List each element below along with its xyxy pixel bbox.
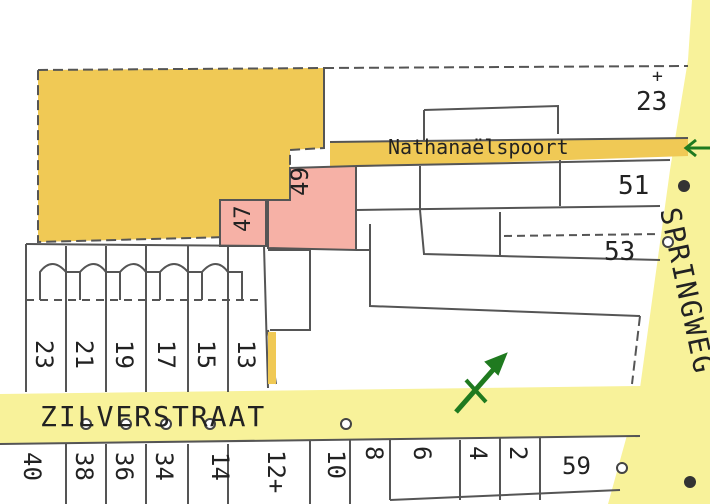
street-zilverstraat: ZILVERSTRAAT: [40, 400, 266, 433]
springweg-road: [608, 0, 710, 504]
north-block-outlines: [323, 65, 689, 385]
label-row-south: 14: [206, 452, 234, 481]
label-row-south: 10: [322, 450, 350, 479]
label-49: 49: [286, 167, 314, 196]
pink-parcel-47: [219, 199, 267, 247]
arrow-east-icon: [683, 138, 710, 158]
boundary-markers: [80, 236, 674, 474]
terraced-houses-north: [25, 243, 311, 392]
orange-strip-marker: [268, 332, 276, 384]
label-row-north: 23: [30, 340, 58, 369]
label-row-north: 17: [152, 340, 180, 369]
label-row-south: 6: [408, 446, 436, 460]
label-47: 47: [231, 206, 256, 233]
label-row-south: 38: [70, 452, 98, 481]
label-row-south: 34: [150, 452, 178, 481]
label-row-north: 13: [232, 340, 260, 369]
street-nathanaelspoort: Nathanaëlspoort: [388, 135, 569, 159]
label-row-south: 4: [464, 446, 492, 460]
label-53: 53: [604, 237, 635, 267]
label-23-top: 23: [636, 87, 667, 117]
row-south-labels: 40 38 36 34 14 12+ 10 8 6 4 2 59: [18, 446, 591, 493]
label-row-south: 40: [18, 452, 46, 481]
cross-marker-top: +: [652, 66, 663, 87]
label-row-south: 12+: [262, 450, 290, 493]
label-row-north: 15: [192, 340, 220, 369]
label-51: 51: [618, 171, 649, 201]
label-row-south: 2: [504, 446, 532, 460]
boundary-dot-south: [684, 476, 696, 488]
boundary-dot-51: [678, 180, 690, 192]
arrow-northeast-icon: [454, 352, 508, 414]
label-row-south: 36: [110, 452, 138, 481]
label-row-north: 19: [110, 340, 138, 369]
row-north-labels: 23 21 19 17 15 13: [30, 340, 260, 369]
label-row-north: 21: [70, 340, 98, 369]
zilverstraat-road: [0, 384, 700, 444]
nathanaelspoort-lane: [330, 138, 688, 168]
label-row-south: 8: [360, 446, 388, 460]
label-row-south: 59: [562, 452, 591, 480]
south-row-outlines: [0, 435, 641, 504]
